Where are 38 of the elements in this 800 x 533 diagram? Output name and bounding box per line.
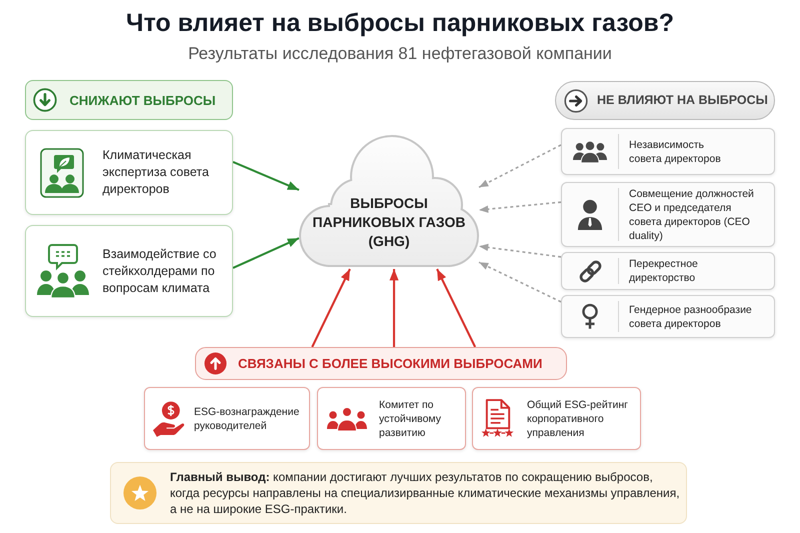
dashed-arrow [478, 144, 562, 188]
factor-text: Совмещение должностей CEO и председателя совета директоров (CEO duality) [629, 186, 755, 242]
factor-card [561, 295, 775, 338]
factor-card [561, 128, 775, 175]
category-title: НЕ ВЛИЯЮТ НА ВЫБРОСЫ [597, 92, 768, 109]
dashed-arrow [478, 244, 562, 258]
cloud-text: ВЫБРОСЫ ПАРНИКОВЫХ ГАЗОВ (GHG) [312, 194, 466, 250]
factor-text: Комитет по устойчивому развитию [379, 398, 442, 440]
factor-card [561, 182, 775, 247]
factor-text: Независимость совета директоров [629, 138, 722, 166]
factor-card [144, 387, 310, 450]
category-header [195, 347, 567, 380]
factor-text: ESG-вознаграждение руководителей [194, 404, 300, 432]
factor-text: Гендерное разнообразие совета директоров [629, 302, 753, 330]
factor-text: Взаимодействие со стейкхолдерами по вопросам климата [102, 246, 218, 296]
category-header [25, 80, 233, 120]
factor-card [317, 387, 466, 450]
arrow [311, 268, 351, 348]
conclusion-text: Главный вывод: компании достигают лучших результатов по сокращению выбросов, когда ресурсы направлены на специализирванные климатические механизмы управления, а не на широкие ESG-практики. [170, 469, 680, 517]
category-title: СВЯЗАНЫ С БОЛЕЕ ВЫСОКИМИ ВЫБРОСАМИ [238, 355, 542, 372]
dashed-arrow [478, 262, 562, 303]
factor-card [25, 225, 233, 317]
arrow [390, 269, 399, 347]
factor-text: Перекрестное директорство [629, 257, 699, 285]
arrow [232, 237, 300, 269]
category-header [555, 81, 775, 120]
arrow [436, 268, 476, 348]
factor-text: Климатическая экспертиза совета директоров [102, 147, 210, 198]
dashed-arrow [478, 201, 562, 213]
category-title: СНИЖАЮТ ВЫБРОСЫ [70, 92, 216, 108]
conclusion-panel [110, 462, 687, 524]
factor-card [472, 387, 641, 450]
title: Что влияет на выбросы парниковых газов? [126, 8, 674, 39]
factor-card [561, 252, 775, 290]
subtitle: Результаты исследования 81 нефтегазовой компании [188, 43, 612, 64]
arrow [232, 161, 300, 191]
factor-text: Общий ESG-рейтинг корпоративного управления [527, 398, 629, 440]
factor-card [25, 130, 233, 215]
